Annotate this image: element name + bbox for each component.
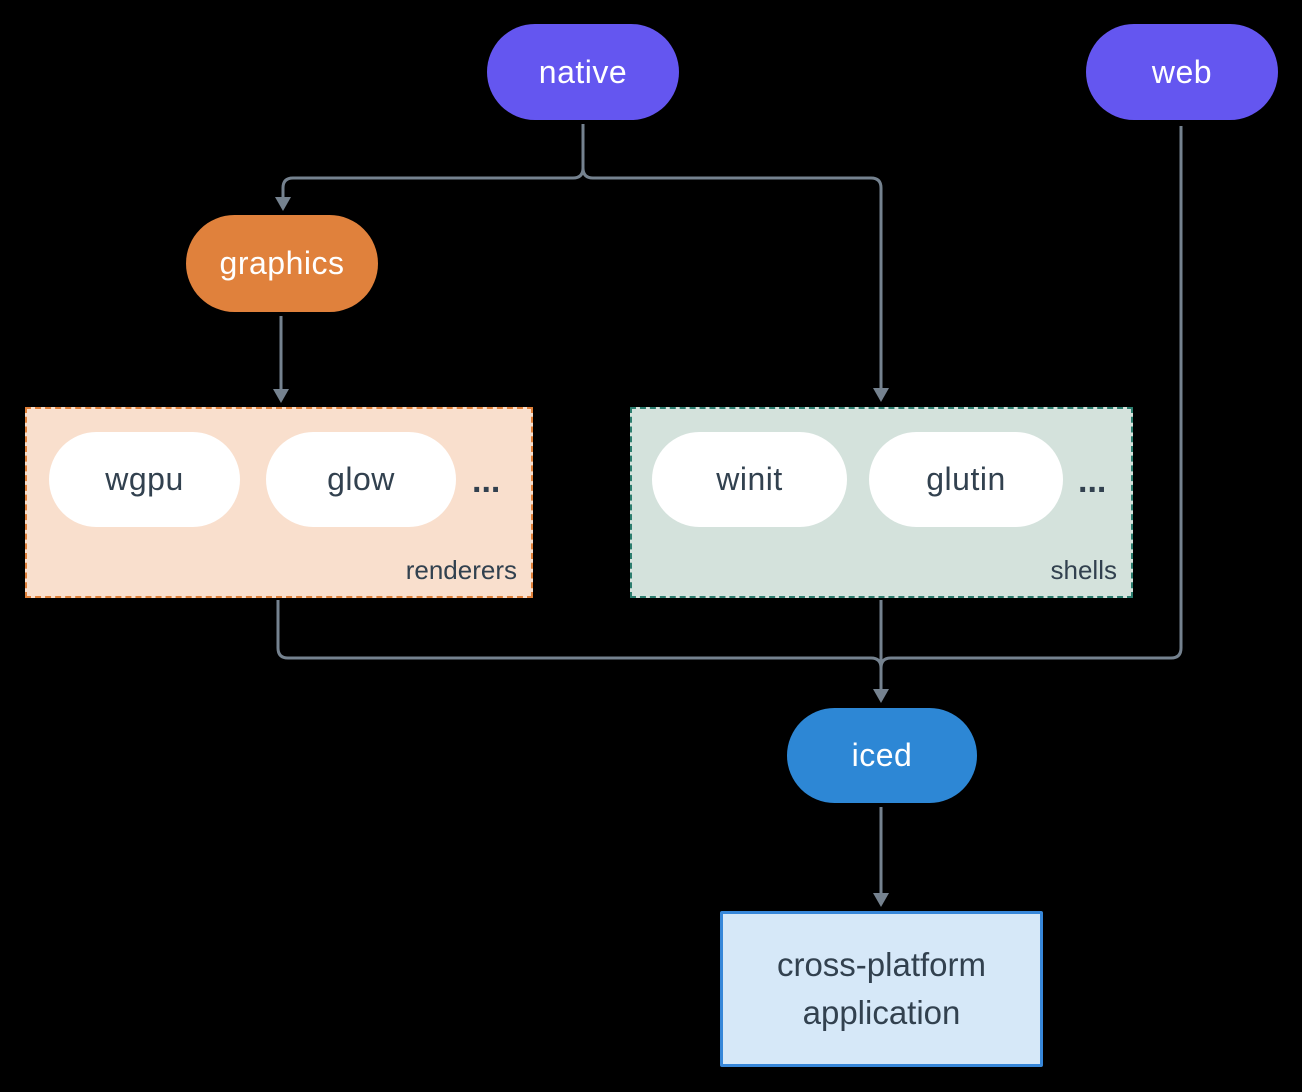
node-graphics-label: graphics (219, 245, 345, 281)
node-glutin: glutin (869, 432, 1063, 527)
group-renderers-label: renderers (405, 555, 517, 585)
node-cross-platform-application: cross-platform application (720, 911, 1043, 1067)
node-native: native (487, 24, 679, 120)
edge-renderers-to-iced (276, 600, 883, 690)
node-graphics: graphics (186, 215, 378, 312)
app-label-line2: application (802, 994, 961, 1031)
node-wgpu: wgpu (49, 432, 240, 527)
node-native-label: native (538, 53, 628, 90)
node-glow: glow (266, 432, 456, 527)
arrowhead-graphics (275, 197, 291, 211)
node-web: web (1086, 24, 1278, 120)
arrowhead-renderers (273, 389, 289, 403)
arrowhead-shells (873, 388, 889, 402)
node-glow-label: glow (327, 461, 395, 497)
node-iced: iced (787, 708, 977, 803)
app-label-line1: cross-platform (776, 946, 987, 983)
arrowhead-application (873, 893, 889, 907)
node-web-label: web (1151, 53, 1213, 90)
edge-web-to-iced (879, 126, 1183, 690)
node-iced-label: iced (851, 737, 913, 773)
arrowhead-iced (873, 689, 889, 703)
group-shells-label: shells (1050, 555, 1117, 585)
node-glutin-label: glutin (926, 461, 1006, 497)
node-winit: winit (652, 432, 847, 527)
edge-native-to-graphics (281, 124, 585, 198)
node-winit-label: winit (716, 461, 783, 497)
node-wgpu-label: wgpu (105, 461, 184, 497)
edge-native-to-shells (581, 124, 883, 389)
shells-ellipsis: ... (1078, 462, 1107, 500)
renderers-ellipsis: ... (472, 462, 501, 500)
